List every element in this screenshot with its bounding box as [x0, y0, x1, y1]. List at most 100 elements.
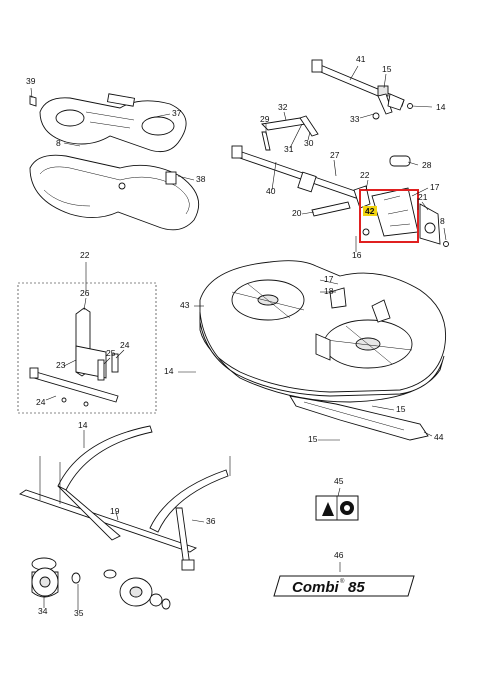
callout-21: 21	[418, 192, 428, 202]
callout-17-mid: 17	[324, 274, 334, 284]
callout-17-top: 17	[430, 182, 440, 192]
callout-33: 33	[350, 114, 360, 124]
callout-19: 19	[110, 506, 120, 516]
bracket-39	[29, 95, 37, 107]
leader-line	[307, 131, 311, 141]
callout-8-right: 8	[440, 216, 445, 226]
spring-28	[389, 155, 411, 167]
callout-44: 44	[434, 432, 444, 442]
callout-46: 46	[334, 550, 344, 560]
logo-brand: Combi	[292, 579, 339, 596]
callout-labels: 39 37 8 38 41 15 14 33 32 29 31 30 27 40…	[26, 54, 446, 618]
highlight-frame	[359, 189, 419, 243]
leader-line	[45, 395, 57, 401]
callout-25: 25	[106, 348, 116, 358]
leader-line	[271, 161, 277, 191]
callout-36: 36	[206, 516, 216, 526]
leader-line	[289, 123, 303, 149]
callout-8-left: 8	[56, 138, 61, 148]
leader-line	[115, 511, 119, 521]
callout-43: 43	[180, 300, 190, 310]
callout-45: 45	[334, 476, 344, 486]
callout-22-top: 22	[360, 170, 370, 180]
wheel-34-left	[31, 557, 59, 598]
callout-23: 23	[56, 360, 66, 370]
lever-subassembly-23-26	[29, 307, 119, 407]
leader-line	[423, 431, 433, 437]
leader-line	[301, 211, 315, 215]
logo-mark: ®	[340, 578, 345, 585]
rod-assembly-29-32	[261, 115, 319, 151]
callout-20: 20	[292, 208, 302, 218]
callout-41: 41	[356, 54, 366, 64]
callout-42-background	[363, 206, 377, 216]
leader-line	[443, 227, 447, 241]
lever-assembly-42	[353, 185, 419, 237]
callout-15-low: 15	[308, 434, 318, 444]
callout-16: 16	[352, 250, 362, 260]
callout-18: 18	[324, 286, 334, 296]
callout-39: 39	[26, 76, 36, 86]
leader-line	[383, 73, 387, 89]
callout-14-low: 14	[78, 420, 88, 430]
callout-35: 35	[74, 608, 84, 618]
callout-28: 28	[422, 160, 432, 170]
leader-line	[319, 279, 339, 285]
leader-line	[103, 357, 111, 365]
leader-line	[333, 159, 337, 177]
shaft-41	[311, 59, 405, 120]
callout-24-right: 24	[120, 340, 130, 350]
leader-lines	[30, 65, 447, 610]
callout-32: 32	[278, 102, 288, 112]
leader-line	[177, 175, 195, 181]
leader-line	[63, 359, 77, 367]
callout-37: 37	[172, 108, 182, 118]
leader-line	[421, 201, 429, 211]
combi-85-logo: Combi ® 85	[273, 575, 415, 597]
warning-decal-45	[315, 495, 359, 521]
leader-line	[115, 349, 125, 359]
cutting-deck-43	[199, 260, 447, 403]
callout-40: 40	[266, 186, 276, 196]
callout-22-box: 22	[80, 250, 90, 260]
callout-30: 30	[304, 138, 314, 148]
callout-14-mid: 14	[164, 366, 174, 376]
callout-31: 31	[284, 144, 294, 154]
frame-19	[18, 425, 229, 571]
callout-26: 26	[80, 288, 90, 298]
belt-cover-37	[39, 93, 187, 153]
pin-20	[311, 201, 351, 217]
leader-line	[83, 297, 87, 311]
leader-line	[365, 179, 369, 191]
leader-line	[349, 65, 359, 81]
callout-42: 42	[365, 206, 375, 216]
leader-line	[359, 113, 375, 119]
callout-29: 29	[260, 114, 270, 124]
leader-line	[191, 519, 205, 523]
washers-35	[71, 572, 171, 610]
lift-rod-40	[231, 145, 359, 199]
leader-line	[283, 111, 287, 121]
discharge-plate-44	[289, 395, 429, 441]
plate-21	[419, 203, 449, 247]
leader-line	[337, 487, 341, 497]
callout-14-top: 14	[436, 102, 446, 112]
callout-15-mid: 15	[396, 404, 406, 414]
callout-27: 27	[330, 150, 340, 160]
belt-guard-38	[29, 154, 200, 231]
logo-model: 85	[348, 579, 365, 596]
callout-38: 38	[196, 174, 206, 184]
callout-34: 34	[38, 606, 48, 616]
leader-line	[411, 187, 429, 197]
leader-line	[149, 113, 171, 119]
bracket-14-top	[387, 93, 413, 111]
subassembly-box	[17, 282, 157, 414]
callout-15-top: 15	[382, 64, 392, 74]
leader-line	[407, 161, 419, 166]
callout-24-left: 24	[36, 397, 46, 407]
leader-line	[63, 142, 81, 147]
leader-line	[371, 405, 395, 411]
leader-line	[30, 87, 33, 99]
leader-line	[411, 105, 433, 108]
